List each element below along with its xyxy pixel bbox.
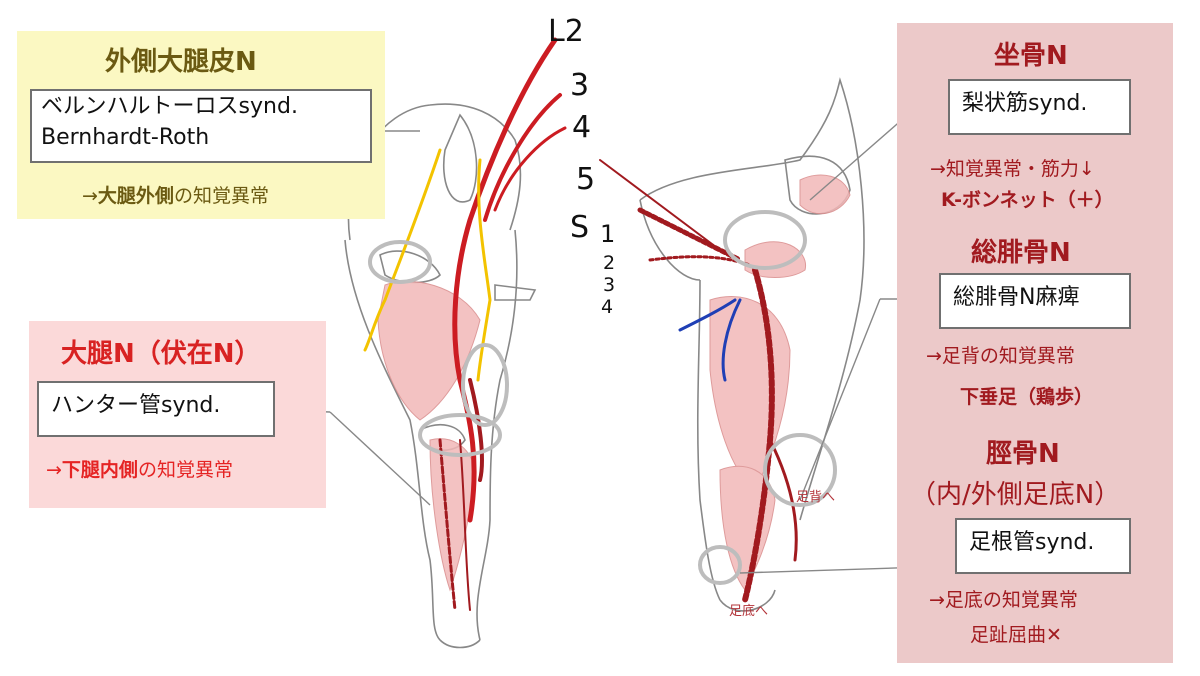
femoral-note-strong: 下腿内側 [61,459,138,481]
sciatic-note1: →知覚異常・筋力↓ [930,158,1095,180]
peroneal-palsy-box: 総腓骨N麻痺 [939,273,1131,329]
lfcn-title: 外側大腿皮N [105,47,257,77]
femoral-note-arrow: → [46,459,62,481]
anterior-nerves [363,37,567,612]
lfcn-note: →大腿外側の知覚異常 [82,181,269,208]
femoral-nerve-panel: 大腿N（伏在N） ハンター管synd. →下腿内側の知覚異常 [29,321,326,508]
tibial-subtitle: （内/外側足底N） [910,480,1121,510]
piriformis-label: 梨状筋synd. [962,91,1088,116]
root-label-l4: 4 [572,110,592,145]
lfcn-note-arrow: → [82,185,98,207]
posterior-highlight-circles [698,210,837,585]
lfcn-note-tail: の知覚異常 [173,185,269,207]
root-label-s4: 4 [601,296,614,318]
tibial-note2: 足趾屈曲✕ [970,624,1062,646]
bernhardt-roth-jp-label: ベルンハルトーロスsynd. [41,94,298,119]
posterior-nerves [599,159,798,603]
femoral-note-tail: の知覚異常 [137,459,233,481]
sciatic-nerve-panel: 坐骨N 梨状筋synd. →知覚異常・筋力↓ K-ボンネット（＋） 総腓骨N 総… [897,23,1173,663]
anterior-highlight-circles [368,240,509,457]
femoral-title: 大腿N（伏在N） [61,339,261,369]
tibial-title: 脛骨N [986,439,1060,469]
sciatic-note2: K-ボンネット（＋） [941,189,1114,211]
dorsum-handnote: 足背へ [796,490,836,505]
peroneal-palsy-label: 総腓骨N麻痺 [953,285,1080,310]
root-label-s2: 2 [603,252,616,274]
tarsal-tunnel-label: 足根管synd. [969,530,1095,555]
peroneal-note2: 下垂足（鶏歩） [960,386,1094,408]
lfcn-note-strong: 大腿外側 [97,185,174,207]
bernhardt-roth-en-label: Bernhardt-Roth [41,124,210,150]
root-label-l3: 3 [570,68,590,103]
peroneal-note1: →足背の知覚異常 [926,345,1075,367]
hunter-canal-label: ハンター管synd. [51,393,221,418]
piriformis-box: 梨状筋synd. [948,79,1131,135]
sole-handnote: 足底へ [729,604,769,619]
tibial-note1: →足底の知覚異常 [929,589,1078,611]
root-label-l2: L2 [548,14,584,49]
sciatic-title: 坐骨N [994,41,1068,71]
lateral-femoral-cutaneous-panel: 外側大腿皮N ベルンハルトーロスsynd. Bernhardt-Roth →大腿… [17,31,385,219]
root-label-s: S [570,210,590,245]
posterior-leg-drawing [639,77,865,612]
posterior-muscles [709,174,851,591]
femoral-note: →下腿内側の知覚異常 [46,455,233,482]
hunter-canal-box: ハンター管synd. [37,381,275,437]
bernhardt-roth-box: ベルンハルトーロスsynd. Bernhardt-Roth [30,89,372,163]
tarsal-tunnel-box: 足根管synd. [955,518,1131,574]
root-label-s3: 3 [603,274,616,296]
root-label-l5: 5 [576,162,596,197]
peroneal-title: 総腓骨N [971,238,1071,268]
root-label-s1: 1 [600,220,616,248]
